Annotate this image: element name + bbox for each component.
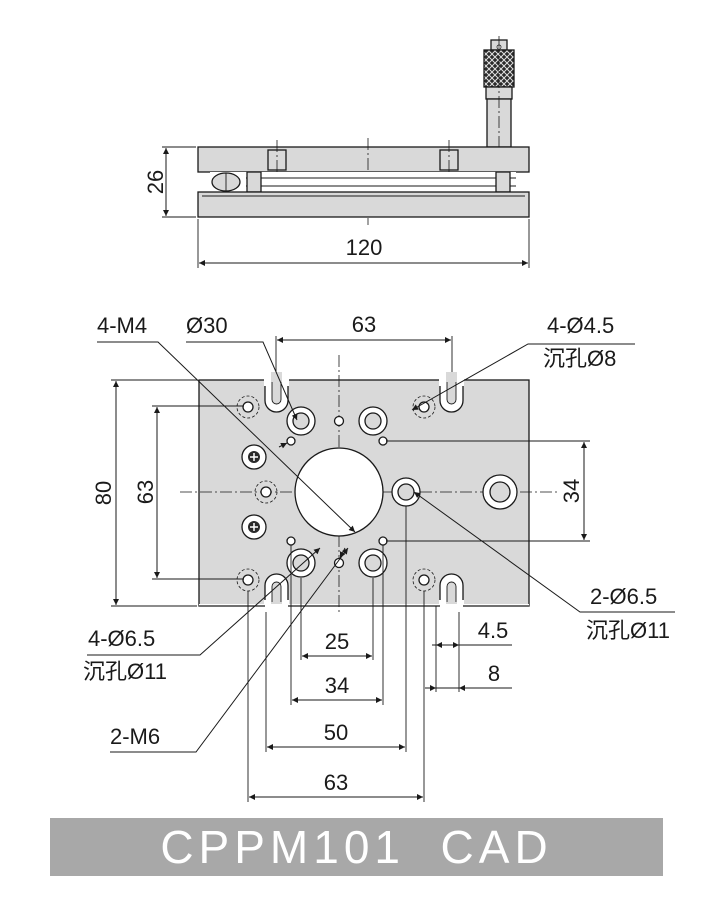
dim-right-8: 8 [488,661,500,686]
callout-d6-5-four: 4-Ø6.5 [88,626,155,651]
dim-bottom-34: 34 [325,673,349,698]
center-bore [294,447,384,537]
dim-bottom-25: 25 [325,629,349,654]
dim-side-width: 120 [346,235,383,260]
slot-top-left [264,372,289,413]
dim-right-4-5: 4.5 [478,618,509,643]
dim-inner-63: 63 [133,480,158,504]
side-top-plate [197,146,530,173]
micrometer-knob [483,36,515,160]
screw-heads [241,444,267,540]
callout-d6-5-two: 2-Ø6.5 [590,584,657,609]
dim-left-80: 80 [91,481,116,505]
top-view: 63 80 63 34 25 34 50 63 4.5 8 4-M4 Ø30 4… [83,312,675,802]
side-view: 26 120 [143,36,530,268]
counterbore-holes [236,395,436,592]
dim-bottom-50: 50 [324,720,348,745]
callout-d4-5: 4-Ø4.5 [547,313,614,338]
threaded-holes [286,415,388,569]
callout-d6-5-four-counterbore: 沉孔Ø11 [83,659,167,684]
callout-d6-5-two-counterbore: 沉孔Ø11 [586,618,670,643]
drawing-title: CPPM101 CAD [160,821,553,873]
slot-top-right [439,372,464,413]
callout-m4: 4-M4 [97,313,147,338]
title-bar: CPPM101 CAD [50,818,663,876]
callout-d4-5-counterbore: 沉孔Ø8 [543,346,616,371]
dim-top-63: 63 [352,312,376,337]
callout-m6: 2-M6 [110,724,160,749]
callout-d30: Ø30 [186,313,228,338]
dim-right-34: 34 [559,479,584,503]
dim-bottom-63: 63 [324,770,348,795]
dim-side-height: 26 [143,170,168,194]
